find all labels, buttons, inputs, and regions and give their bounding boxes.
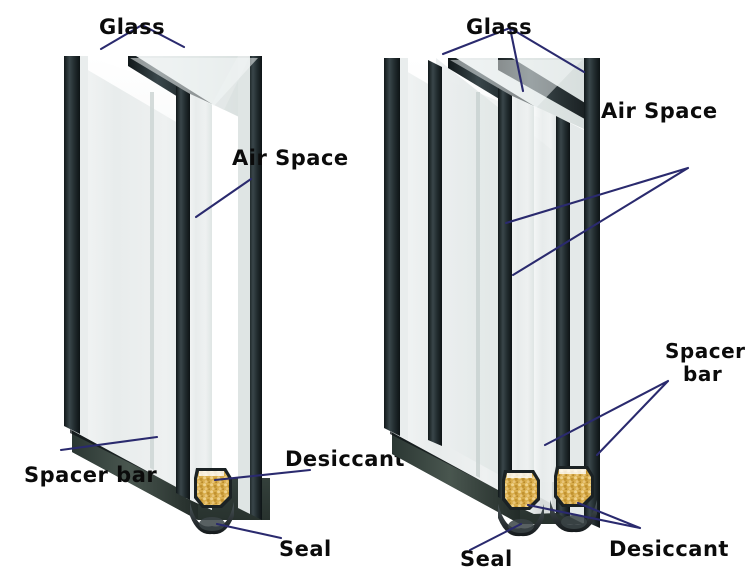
- unit2-top-bevel: [450, 60, 582, 108]
- label-text-desiccant: Desiccant: [285, 447, 405, 471]
- unit2-desiccant-fill-2: [557, 469, 591, 504]
- unit1-desiccant-cavity: [194, 468, 232, 508]
- unit1-label-seal: Seal: [215, 522, 332, 561]
- unit2-desiccant-cavity-2: [554, 466, 594, 507]
- unit1-label-desiccant: Desiccant: [213, 447, 405, 482]
- unit2-label-desiccant: Desiccant: [526, 501, 729, 561]
- label-text-spacer-bar-line2: bar: [683, 362, 722, 386]
- unit1-top-bevel: [130, 58, 258, 106]
- unit1-glass-pane-rear: [64, 56, 200, 500]
- label-text-glass: Glass: [99, 15, 165, 39]
- label-text-spacer-bar: Spacer bar: [24, 463, 157, 487]
- unit2-desiccant-cavity-1: [502, 470, 540, 510]
- unit1-desiccant-fill: [197, 471, 229, 505]
- label-text-spacer-bar-line1: Spacer: [665, 339, 746, 363]
- unit2-seal: [498, 500, 597, 537]
- unit2-label-spacer-bar: Spacer bar: [543, 339, 746, 457]
- triple-glazed-unit: Glass Air Space Spacer bar Desiccant Sea…: [384, 15, 746, 571]
- unit2-label-air-space: Air Space: [504, 99, 718, 277]
- unit1-label-air-space: Air Space: [194, 146, 349, 219]
- label-text-glass: Glass: [466, 15, 532, 39]
- unit2-label-seal: Seal: [460, 522, 523, 571]
- label-text-desiccant: Desiccant: [609, 537, 729, 561]
- label-text-seal: Seal: [279, 537, 332, 561]
- unit2-label-glass: Glass: [441, 15, 586, 93]
- unit1-label-spacer-bar: Spacer bar: [24, 435, 159, 487]
- label-text-air-space: Air Space: [232, 146, 349, 170]
- unit2-desiccant-fill-1: [505, 473, 537, 507]
- label-text-air-space: Air Space: [601, 99, 718, 123]
- unit1-glass-pane-front: [128, 56, 262, 520]
- unit1-label-glass: Glass: [99, 15, 186, 51]
- label-text-seal: Seal: [460, 547, 513, 571]
- double-glazed-unit: Glass Air Space Spacer bar Desiccant Sea…: [24, 15, 405, 561]
